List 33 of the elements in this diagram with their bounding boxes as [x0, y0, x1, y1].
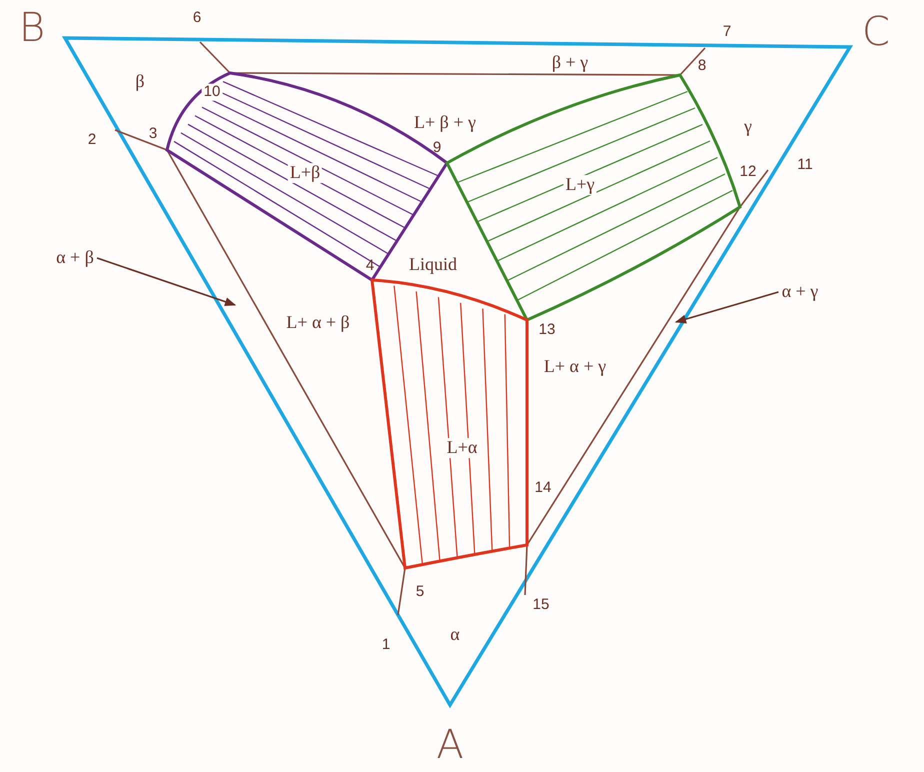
point-number: 5: [416, 584, 424, 600]
point-number: 13: [538, 322, 556, 338]
phase-label: L+γ: [563, 175, 597, 195]
leader-line: [674, 291, 779, 324]
point-number: 8: [698, 58, 706, 74]
phase-label: β: [135, 72, 145, 92]
leader-line: [96, 257, 236, 306]
phase-label: β + γ: [552, 53, 588, 73]
vertex-label: C: [862, 10, 890, 54]
phase-label: L+ β + γ: [414, 113, 476, 133]
point-number: 6: [192, 10, 202, 26]
phase-label: α: [450, 625, 460, 645]
phase-label: L+β: [288, 163, 322, 183]
point-number: 11: [797, 156, 813, 174]
phase-label: α + γ: [782, 282, 818, 302]
vertex-label: B: [18, 6, 46, 50]
point-number: 9: [432, 140, 442, 156]
point-number: 12: [740, 164, 756, 180]
point-number: 15: [532, 596, 550, 614]
phase-label: Liquid: [409, 255, 457, 275]
point-number: 14: [534, 480, 552, 496]
point-number: 1: [382, 636, 390, 654]
phase-label: γ: [744, 117, 752, 137]
phase-label: L+α: [444, 438, 480, 458]
point-number: 7: [722, 24, 732, 40]
phase-label: L+ α + γ: [544, 357, 606, 377]
phase-label: L+ α + β: [286, 313, 350, 333]
point-number: 4: [366, 258, 374, 274]
phase-label: α + β: [56, 248, 94, 268]
point-number: 10: [202, 84, 222, 100]
point-number: 2: [88, 132, 96, 148]
point-number: 3: [148, 126, 158, 142]
vertex-label: A: [436, 723, 464, 767]
